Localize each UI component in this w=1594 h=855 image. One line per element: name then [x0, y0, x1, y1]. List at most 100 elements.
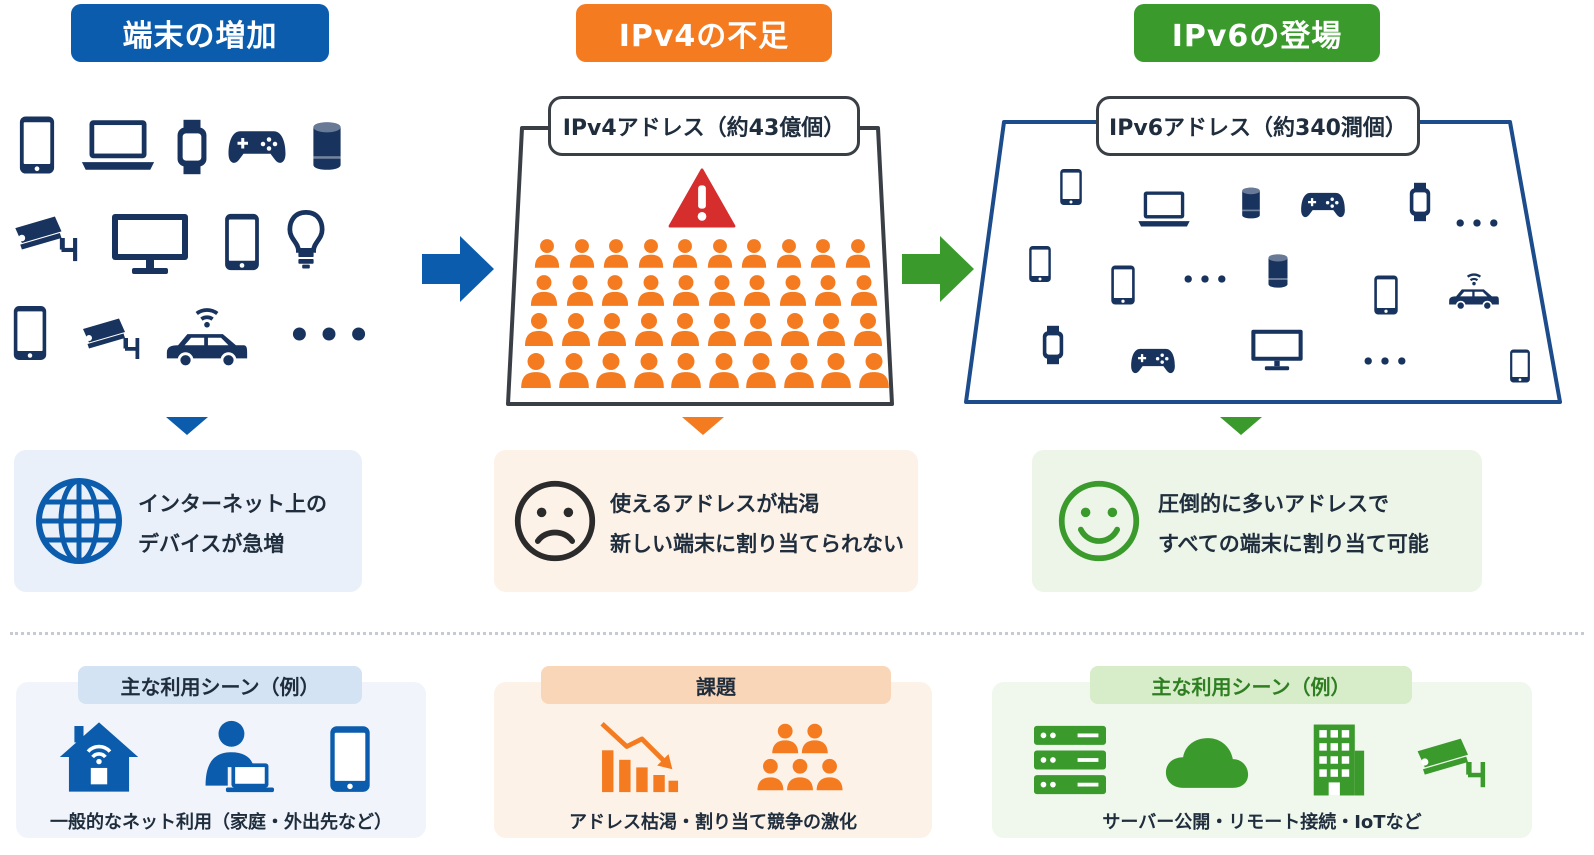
sad-face-icon [512, 478, 598, 564]
header-ipv4-label: IPv4の不足 [618, 19, 790, 54]
usage-caption-left: 一般的なネット利用（家庭・外出先など） [16, 808, 426, 834]
card-ipv4-line2: 新しい端末に割り当てられない [610, 532, 904, 556]
card-ipv6-line1: 圧倒的に多いアドレスで [1158, 492, 1389, 516]
device-icons-grid [0, 100, 400, 400]
person-icon [708, 274, 736, 306]
ipv6-box-label-text: IPv6アドレス（約340澗個） [1109, 116, 1407, 141]
ipv6-address-pool [964, 120, 1562, 404]
person-icon [569, 238, 595, 268]
card-devices: インターネット上の デバイスが急増 [14, 450, 362, 592]
house-wifi-icon [58, 720, 140, 794]
person-icon [633, 352, 665, 388]
security-camera-icon [1414, 734, 1486, 790]
header-ipv6-label: IPv6の登場 [1171, 19, 1343, 54]
person-icon [853, 312, 883, 346]
laptop-icon [80, 118, 156, 172]
usage-tag-right: 主な利用シーン（例） [1090, 666, 1412, 704]
person-icon [814, 274, 842, 306]
person-icon [672, 274, 700, 306]
smile-face-icon [1056, 478, 1142, 564]
person-icon [561, 312, 591, 346]
person-icon [672, 238, 698, 268]
person-icon [776, 238, 802, 268]
person-icon [850, 274, 878, 306]
person-icon [708, 352, 740, 388]
ipv6-box-label: IPv6アドレス（約340澗個） [1096, 96, 1420, 156]
flow-arrow-blue [422, 236, 494, 302]
person-icon [810, 238, 836, 268]
person-icon [534, 238, 560, 268]
person-icon [520, 352, 552, 388]
person-icon [558, 352, 590, 388]
smart-speaker-icon [310, 116, 344, 176]
monitor-icon [110, 212, 190, 276]
usage-tag-left-text: 主な利用シーン（例） [120, 674, 320, 699]
down-arrow-ipv4 [682, 417, 724, 435]
header-devices: 端末の増加 [71, 4, 329, 62]
more-dots-icon [292, 326, 366, 342]
header-ipv6: IPv6の登場 [1134, 4, 1380, 62]
ipv4-box-label-text: IPv4アドレス（約43億個） [562, 116, 846, 141]
security-camera-icon [12, 212, 78, 264]
down-arrow-ipv6 [1220, 417, 1262, 435]
usage-caption-right-text: サーバー公開・リモート接続・IoTなど [1102, 812, 1422, 833]
card-ipv4-text: 使えるアドレスが枯渇 新しい端末に割り当てられない [610, 484, 904, 564]
lightbulb-icon [287, 208, 325, 270]
server-icon [1032, 724, 1108, 796]
issue-tag-center: 課題 [541, 666, 891, 704]
person-icon [566, 274, 594, 306]
smartphone-icon-2 [12, 303, 48, 363]
issue-tag-center-text: 課題 [696, 674, 736, 699]
smartphone-icon [18, 114, 56, 176]
person-icon [707, 238, 733, 268]
declining-chart-icon [598, 718, 684, 794]
card-ipv6-line2: すべての端末に割り当て可能 [1158, 532, 1429, 556]
person-icon [595, 352, 627, 388]
header-ipv4: IPv4の不足 [576, 4, 832, 62]
person-icon [783, 352, 815, 388]
person-icon [858, 352, 890, 388]
tablet-icon [223, 212, 261, 272]
person-icon [845, 238, 871, 268]
person-icon [779, 274, 807, 306]
person-icon [530, 274, 558, 306]
person-icon [816, 312, 846, 346]
person-icon [601, 274, 629, 306]
person-icon [780, 312, 810, 346]
down-arrow-devices [166, 417, 208, 435]
usage-caption-left-text: 一般的なネット利用（家庭・外出先など） [50, 812, 392, 833]
issue-panel-center [494, 682, 932, 838]
person-icon [670, 312, 700, 346]
person-icon [524, 312, 554, 346]
card-devices-text: インターネット上の デバイスが急増 [138, 484, 327, 564]
header-devices-label: 端末の増加 [122, 19, 278, 54]
person-icon [745, 352, 777, 388]
person-icon [634, 312, 664, 346]
building-icon [1310, 722, 1366, 798]
ipv4-box-label: IPv4アドレス（約43億個） [548, 96, 860, 156]
person-icon [743, 312, 773, 346]
person-icon [597, 312, 627, 346]
person-icon [670, 352, 702, 388]
remote-worker-icon [200, 718, 274, 794]
ipv4-people-grid [520, 238, 880, 388]
person-icon [820, 352, 852, 388]
card-ipv4-line1: 使えるアドレスが枯渇 [610, 492, 820, 516]
tablet-icon [328, 724, 372, 794]
section-divider [10, 632, 1584, 635]
usage-tag-right-text: 主な利用シーン（例） [1151, 674, 1351, 699]
usage-tag-left: 主な利用シーン（例） [78, 666, 362, 704]
card-devices-line2: デバイスが急増 [138, 532, 285, 556]
issue-caption-center-text: アドレス枯渇・割り当て競争の激化 [569, 812, 857, 833]
car-icon [165, 300, 249, 370]
issue-caption-center: アドレス枯渇・割り当て競争の激化 [494, 808, 932, 834]
person-icon [707, 312, 737, 346]
smartwatch-icon [175, 118, 209, 176]
person-icon [603, 238, 629, 268]
flow-arrow-green [902, 236, 974, 302]
camera-device-icon [80, 310, 140, 366]
card-ipv4: 使えるアドレスが枯渇 新しい端末に割り当てられない [494, 450, 918, 592]
person-icon [638, 238, 664, 268]
usage-caption-right: サーバー公開・リモート接続・IoTなど [992, 808, 1532, 834]
crowd-icon [752, 720, 848, 794]
